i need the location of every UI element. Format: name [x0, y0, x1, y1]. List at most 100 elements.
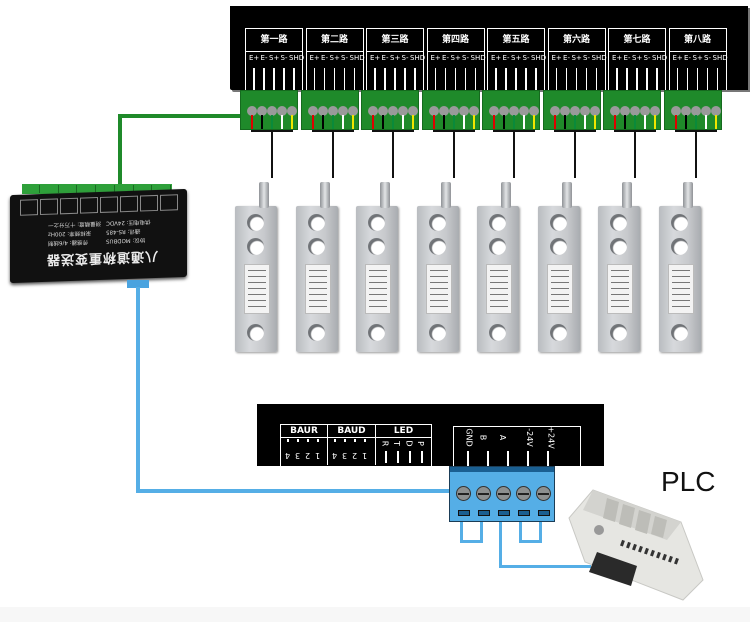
bottom-band — [0, 607, 750, 622]
load-cell-1 — [235, 182, 277, 352]
pin-lead — [495, 68, 497, 90]
dip-switch[interactable] — [287, 439, 289, 442]
pin-lead — [626, 68, 628, 90]
led-indicator-label: T — [391, 441, 401, 446]
screw-icon — [529, 106, 539, 116]
module-terminal-segment — [22, 185, 40, 193]
pin-label: S- — [643, 54, 651, 62]
sensor-wire-stub — [442, 115, 445, 129]
mounting-hole-icon — [247, 214, 264, 231]
module-channel-port — [80, 197, 98, 214]
dip-switch[interactable] — [364, 439, 366, 442]
module-spec-line: 传感器: 4/6线制 — [48, 238, 88, 246]
screw-icon — [267, 106, 277, 116]
load-cell-5 — [477, 182, 519, 352]
sensor-wire-stub — [493, 115, 495, 129]
module-spec-line: 测量精度: 十万分之一 — [48, 219, 102, 228]
mounting-hole-icon — [670, 324, 688, 341]
led-indicator-label: P — [415, 441, 425, 446]
jumper-pos24 — [539, 522, 542, 542]
channel-title: 第八路 — [669, 29, 726, 52]
cable-gland — [622, 182, 632, 208]
screw-icon — [630, 106, 640, 116]
dip-switch[interactable] — [297, 439, 299, 442]
sensor-wire-stub — [614, 115, 616, 129]
green-terminal-2 — [300, 90, 359, 130]
dip-switch[interactable] — [344, 439, 346, 442]
rs485-pin-label: +24V — [546, 426, 556, 449]
jumper-gnd — [460, 522, 463, 542]
channel-title: 第四路 — [427, 29, 484, 52]
pin-lead — [404, 68, 406, 90]
jumper-bottom-1 — [460, 540, 483, 543]
dip-switch[interactable] — [354, 439, 356, 442]
pin-label: E+ — [612, 54, 623, 62]
pin-label: S+ — [571, 54, 582, 62]
dip-switch[interactable] — [334, 439, 336, 442]
screw-icon — [277, 106, 287, 116]
green-terminal-3 — [361, 90, 419, 130]
mounting-hole-icon — [428, 238, 446, 255]
screw-icon — [549, 106, 560, 116]
mounting-hole-icon — [368, 214, 385, 231]
pin-label: S- — [522, 54, 530, 62]
green-terminal-8 — [663, 90, 722, 130]
pin-lead — [595, 68, 597, 90]
rs485-pin-lead — [547, 451, 549, 467]
load-cell-2 — [295, 182, 338, 352]
pin-label: S+ — [632, 54, 643, 62]
rs485-terminal-block — [449, 466, 555, 522]
pin-label: S+ — [692, 54, 703, 62]
module-terminal-segment — [59, 185, 78, 193]
pin-lead — [394, 68, 396, 90]
sensor-wire-stub — [674, 115, 677, 129]
screw-icon — [337, 106, 348, 116]
module-channel-port — [100, 196, 118, 213]
sensor-wire-stub — [533, 115, 535, 129]
module-spec-line: 供电电压: 24VDC — [106, 218, 151, 226]
pin-label: E+ — [309, 54, 320, 62]
pin-lead — [585, 68, 587, 90]
load-cell-8 — [658, 182, 701, 352]
load-cell-6 — [537, 182, 580, 352]
sensor-wire-stub — [402, 115, 404, 129]
screw-icon — [428, 106, 439, 116]
pin-label: S+ — [390, 54, 401, 62]
cable-gland — [259, 182, 269, 208]
led-lead — [397, 451, 399, 463]
mounting-hole-icon — [307, 214, 325, 231]
pin-lead — [454, 68, 456, 90]
cell-nameplate — [607, 264, 633, 314]
terminal-screw-icon — [476, 486, 491, 501]
sensor-wire-stub — [291, 115, 293, 129]
sensor-wire-stub — [331, 115, 334, 129]
led-lead — [421, 451, 423, 463]
pin-label: E- — [563, 54, 570, 62]
sensor-wire-stub — [553, 115, 556, 129]
mounting-hole-icon — [247, 324, 264, 341]
pin-label: S- — [704, 54, 711, 62]
pin-lead — [676, 68, 678, 90]
sensor-wire-stub — [694, 115, 697, 129]
pin-lead — [263, 68, 265, 90]
channel-title: 第一路 — [246, 29, 302, 52]
cell-nameplate — [365, 264, 391, 314]
screw-icon — [398, 106, 408, 116]
pin-label: E- — [684, 54, 691, 62]
pin-label: SHD — [410, 54, 426, 62]
sensor-wire-stub — [523, 115, 525, 129]
mounting-hole-icon — [489, 324, 506, 341]
pin-lead — [505, 68, 507, 90]
pin-lead — [464, 68, 466, 90]
dip-switch[interactable] — [307, 439, 309, 442]
sensor-wire-stub — [412, 115, 414, 129]
sensor-wire-stub — [503, 115, 505, 129]
screw-icon — [640, 106, 650, 116]
screw-icon — [388, 106, 398, 116]
dip-switch[interactable] — [317, 439, 319, 442]
screw-icon — [569, 106, 580, 116]
bus-wire-horizontal — [118, 114, 246, 118]
